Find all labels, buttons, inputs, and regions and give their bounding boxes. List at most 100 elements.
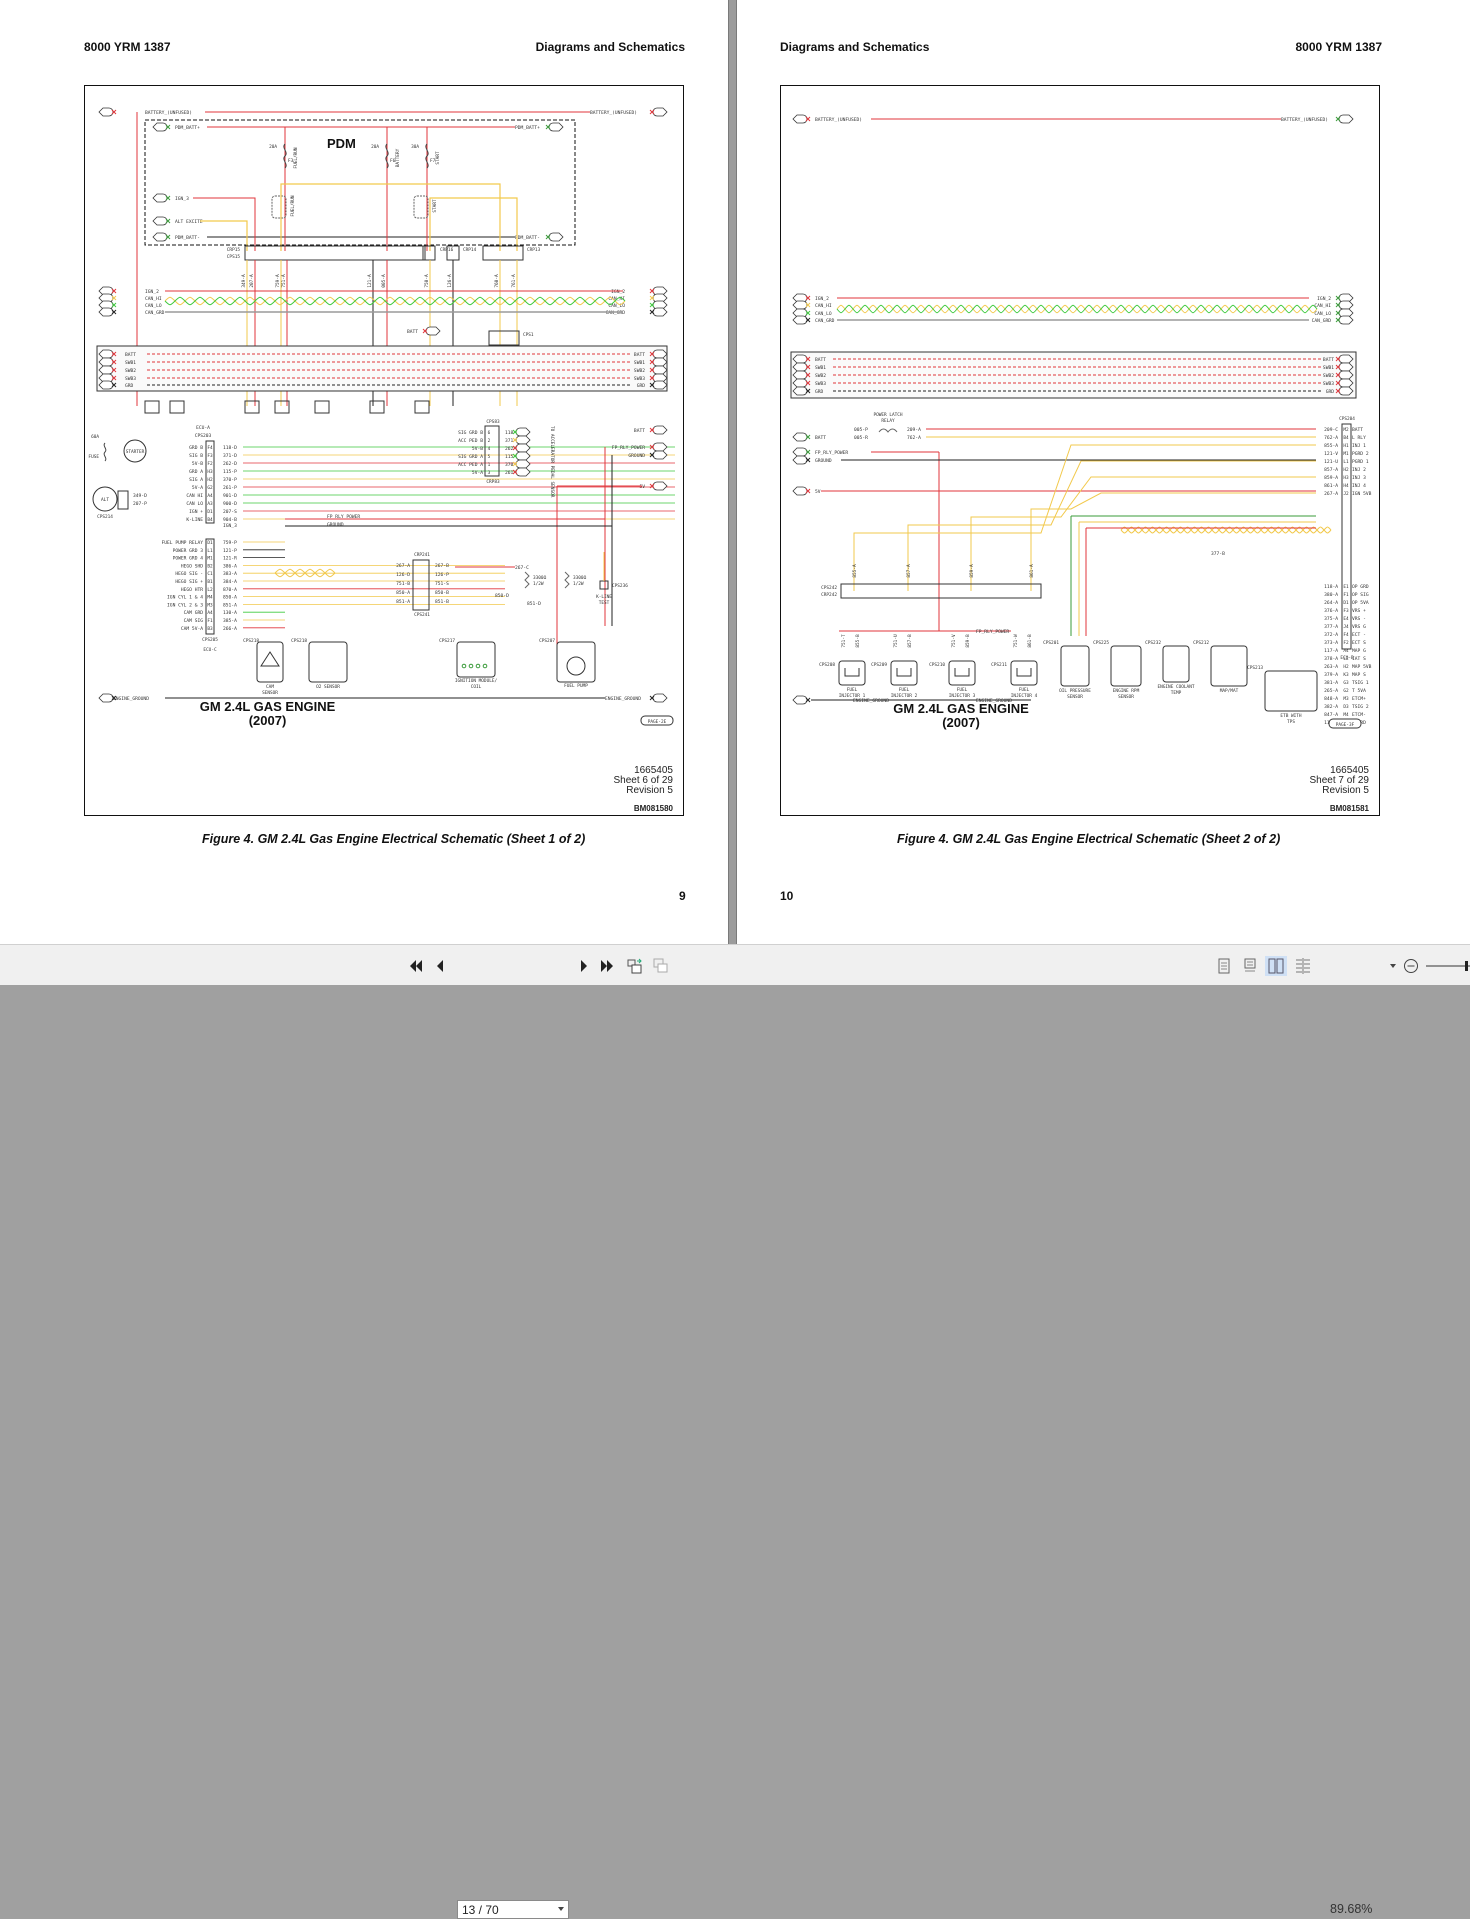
ecu-pin-name: IGN + — [189, 509, 203, 515]
pdm-line-label: PDM_BATT+ — [175, 125, 200, 131]
bus-label: BATT — [634, 352, 645, 358]
ecu-pin: F1 — [1343, 592, 1349, 598]
wire-terminal-icon — [422, 328, 428, 334]
wire-label: 267-A — [1324, 491, 1338, 497]
page-number-dropdown[interactable]: 13 / 70 — [457, 1900, 569, 1919]
engine-title-text: GM 2.4L GAS ENGINE — [199, 699, 336, 714]
wire-label: 126-A — [447, 274, 453, 288]
connector-cps55 — [274, 400, 290, 414]
sheet-number: Sheet 6 of 29 — [613, 775, 674, 786]
wire-label: 751-T — [841, 634, 847, 648]
ecu-b-connector — [1341, 423, 1352, 650]
wire-label: 209-C — [1324, 427, 1338, 433]
ecu-pin-name: INJ 2 — [1352, 467, 1366, 473]
view-continuous-button[interactable] — [1242, 957, 1258, 975]
off-page-connector-icon — [792, 386, 808, 396]
wire-terminal-icon — [649, 109, 655, 115]
wire-terminal-icon — [805, 302, 811, 308]
connector-label: CPS212 — [1193, 640, 1209, 646]
connector-cps55 — [169, 400, 185, 414]
wire-label: 267-C — [515, 565, 529, 571]
component-label: CAM — [266, 684, 274, 690]
bus-label: SWB2 — [634, 368, 645, 374]
wire-terminal-icon — [1335, 364, 1341, 370]
zoom-slider[interactable] — [1424, 957, 1470, 975]
next-page-icon — [581, 960, 587, 972]
ecu-pin: B4 — [207, 517, 213, 523]
wire-terminal-icon — [649, 295, 655, 301]
off-page-connector-icon — [98, 107, 114, 117]
injector-coil-icon — [954, 668, 970, 677]
fuel-injector-box — [890, 660, 918, 686]
resistor-label: 3300Ω — [573, 575, 587, 581]
pdm-line-label: IGN_3 — [175, 196, 189, 202]
relay-icon — [413, 195, 429, 219]
component-label: INJECTOR 1 — [839, 693, 866, 699]
wire-label: 857-A — [906, 564, 912, 578]
wire-terminal-icon — [111, 382, 117, 388]
wire-label: 751-W — [1013, 634, 1019, 648]
doc-number: 1665405 — [634, 765, 673, 776]
zoom-dropdown-button[interactable] — [1388, 957, 1398, 975]
zoom-slider-track — [1426, 961, 1470, 971]
bus-label: CAN_LO — [608, 303, 625, 309]
ecu-pin: F4 — [1343, 632, 1349, 638]
connector-label: CRP83 — [486, 479, 500, 485]
first-page-button[interactable] — [408, 957, 424, 975]
off-page-connector-icon — [98, 693, 114, 703]
ecu-pin: M1 — [207, 556, 213, 562]
ecu-pin-name: CAM 5V-A — [181, 626, 203, 632]
off-page-connector-icon — [1338, 315, 1354, 325]
wire-label: 207-S — [223, 509, 237, 515]
ecu-pin: M2 — [1343, 427, 1349, 433]
wire-label: 750-A — [424, 274, 430, 288]
injector-signal-wire — [853, 444, 1316, 591]
bus-label: BATTERY_(UNFUSED) — [815, 117, 862, 123]
ecu-pin: J2 — [1343, 491, 1349, 497]
sensor-box — [1264, 670, 1318, 712]
connector-label: CPS1 — [523, 332, 534, 338]
view-two-continuous-button[interactable] — [1294, 957, 1312, 975]
wire-terminal-icon — [805, 457, 811, 463]
fuse-label: BATTERY — [395, 148, 401, 167]
wire-label: 851-B — [435, 599, 449, 605]
fit-view-button[interactable] — [652, 957, 670, 975]
wire-label: 760-A — [494, 274, 500, 288]
rotate-view-button[interactable] — [626, 957, 644, 975]
next-page-button[interactable] — [577, 957, 591, 975]
off-page-connector-icon — [792, 486, 808, 496]
wire-label: 851-D — [527, 601, 541, 607]
wire-label: 382-A — [1324, 704, 1338, 710]
wire-label: 751-A — [281, 274, 287, 288]
pdm-title: PDM — [327, 136, 356, 151]
ecu-pin: L1 — [207, 548, 213, 554]
page-ref-box — [1328, 718, 1362, 729]
pin: 6 — [488, 430, 491, 436]
bus-label: BATT — [125, 352, 136, 358]
ecu-pin-name: HEGO SIG - — [175, 571, 203, 577]
continuous-page-icon — [1244, 958, 1256, 972]
ecu-pin-name: GRD A — [189, 469, 203, 475]
last-page-button[interactable] — [599, 957, 615, 975]
component-label: FUEL — [957, 687, 968, 693]
ecu-pin: M3 — [1343, 696, 1349, 702]
view-single-page-button[interactable] — [1216, 957, 1232, 975]
fuse-icon — [425, 143, 429, 169]
injector-signal-wire — [907, 460, 1316, 591]
previous-page-button[interactable] — [433, 957, 447, 975]
bus-label: ENGINE_GROUND — [605, 696, 641, 702]
view-two-page-button[interactable] — [1265, 956, 1287, 976]
component-label: FUEL — [899, 687, 910, 693]
wire-label: 901-D — [223, 493, 237, 499]
zoom-out-button[interactable] — [1402, 957, 1420, 975]
bus-label: GRD — [125, 383, 134, 389]
ecu-label: ECU-A — [196, 425, 210, 431]
off-page-connector-icon — [792, 300, 808, 310]
ecu-pin-name: HEGO SHD — [181, 563, 203, 569]
wire-label: 118-A — [1324, 584, 1338, 590]
sensor-box — [1110, 645, 1142, 687]
wire-label: 372-A — [1324, 632, 1338, 638]
engine-title: GM 2.4L GAS ENGINE (2007) — [195, 700, 340, 728]
wire-label: 261-P — [223, 485, 237, 491]
wire-label: 370-P — [223, 477, 237, 483]
